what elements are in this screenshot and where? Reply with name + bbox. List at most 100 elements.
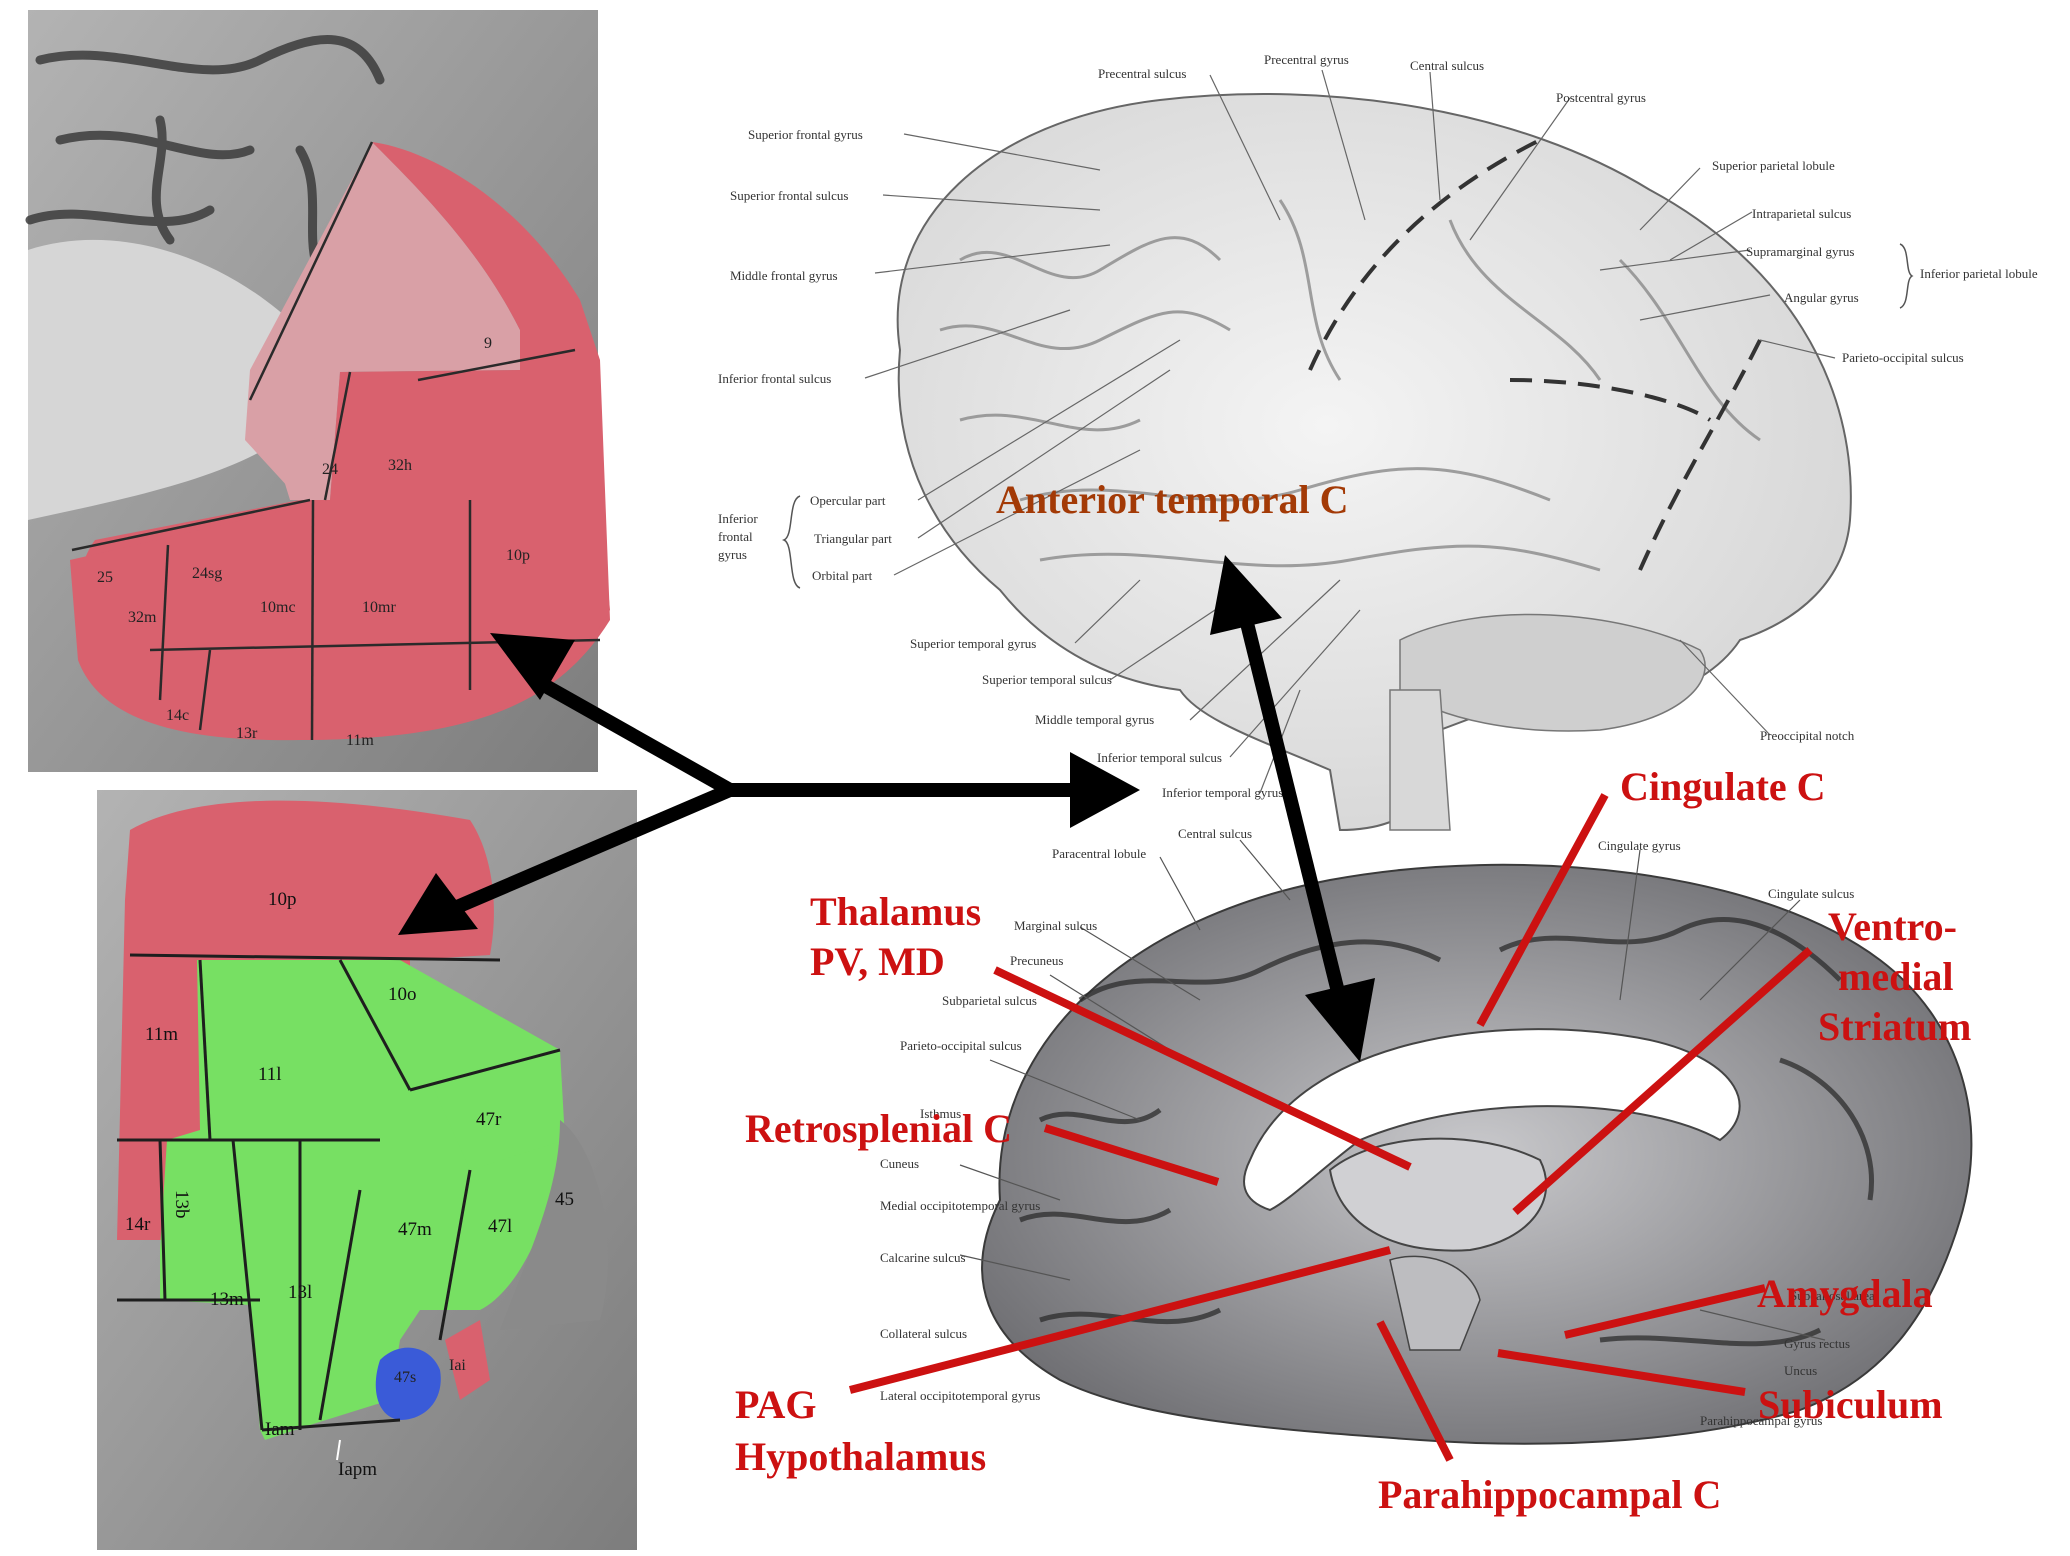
connection-arrows: [398, 555, 1375, 1062]
subiculum-line: [1497, 1349, 1746, 1396]
orbital-red-small: [445, 1320, 490, 1400]
retrosplenial-line: [1043, 1124, 1220, 1186]
lateral-gyri: [939, 199, 1761, 572]
area-label: Iam: [265, 1419, 295, 1440]
label-superior-frontal-sulcus: Superior frontal sulcus: [730, 188, 848, 203]
label-middle-frontal-gyrus: Middle frontal gyrus: [730, 268, 838, 283]
area-label: 11m: [346, 732, 374, 749]
lateral-leader-lines: [864, 69, 1836, 794]
label-collateral-sulcus: Collateral sulcus: [880, 1326, 967, 1341]
inferior-frontal-brace: [781, 495, 801, 589]
label-intraparietal-sulcus: Intraparietal sulcus: [1752, 206, 1851, 221]
lateral-brain-panel: Precentral sulcus Precentral gyrus Centr…: [718, 52, 2038, 832]
pink-region-2: [245, 370, 330, 500]
medial-pfc-sulci: [25, 35, 385, 305]
label-thalamus: Thalamus: [810, 889, 981, 934]
label-inferior-frontal-gyrus: frontal: [718, 529, 753, 544]
orbital-gray-right: [500, 1120, 608, 1330]
area-label: 10mr: [362, 599, 396, 616]
arrowhead-lower: [398, 873, 478, 935]
label-inferior-frontal-sulcus: Inferior frontal sulcus: [718, 371, 831, 386]
area-label: 32h: [388, 457, 412, 474]
area-label: 47r: [476, 1109, 502, 1130]
area-label: 10p: [268, 889, 297, 910]
inferior-parietal-brace: [1899, 243, 1914, 309]
arrowhead-upper: [490, 633, 575, 700]
area-label: 10p: [506, 547, 530, 564]
label-angular-gyrus: Angular gyrus: [1784, 290, 1859, 305]
corpus-callosum: [1243, 1028, 1741, 1212]
area-label: 14r: [125, 1214, 151, 1235]
label-subparietal-sulcus: Subparietal sulcus: [942, 993, 1037, 1008]
area-label: 24sg: [192, 565, 222, 582]
label-precentral-gyrus: Precentral gyrus: [1264, 52, 1349, 67]
parahippocampal-line: [1376, 1320, 1454, 1462]
label-preoccipital-notch: Preoccipital notch: [1760, 728, 1855, 743]
area-label: 25: [97, 569, 113, 586]
medial-pfc-panel: 9 24 32h 10p 25 24sg 32m 10mc 10mr 14c 1…: [25, 10, 611, 772]
orbital-boundaries: [117, 953, 561, 1432]
label-supramarginal-gyrus: Supramarginal gyrus: [1746, 244, 1854, 259]
area-label: 47l: [488, 1216, 512, 1237]
label-parahippocampal-gyrus: Parahippocampal gyrus: [1700, 1413, 1822, 1428]
medial-brain-panel: Central sulcus Paracentral lobule Cingul…: [880, 826, 1973, 1445]
lateral-dashed-lines: [1308, 138, 1762, 571]
label-uncus: Uncus: [1784, 1363, 1817, 1378]
area-label: 13l: [288, 1282, 312, 1303]
arrowhead-vertical-bottom: [1305, 978, 1375, 1062]
label-pag-hypothalamus: PAG: [735, 1382, 816, 1427]
label-superior-temporal-gyrus: Superior temporal gyrus: [910, 636, 1036, 651]
label-precentral-sulcus: Precentral sulcus: [1098, 66, 1186, 81]
label-cuneus: Cuneus: [880, 1156, 919, 1171]
arrow-shaft-lower: [447, 783, 733, 917]
medial-pfc-boundaries: [71, 141, 601, 741]
arrow-shaft-vertical: [1238, 613, 1347, 1002]
ventromedial-line: [1512, 947, 1813, 1215]
area-label: 9: [484, 335, 492, 352]
label-central-sulcus: Central sulcus: [1410, 58, 1484, 73]
label-ventromedial-striatum: medial: [1838, 954, 1954, 999]
brainstem: [1389, 689, 1451, 831]
label-calcarine-sulcus: Calcarine sulcus: [880, 1250, 966, 1265]
pag-line: [848, 1246, 1392, 1394]
label-pag-hypothalamus: Hypothalamus: [735, 1434, 986, 1479]
thalamus-line: [993, 966, 1412, 1171]
area-label: 13m: [210, 1289, 244, 1310]
label-precuneus: Precuneus: [1010, 953, 1063, 968]
label-isthmus: Isthmus: [920, 1106, 961, 1121]
area-label: Iapm: [338, 1459, 377, 1480]
area-label: 47s: [394, 1369, 416, 1386]
label-subcallosal-area: Subcallosal area: [1790, 1288, 1875, 1303]
area-label: 14c: [166, 707, 189, 724]
medial-leader-lines: [959, 839, 1826, 1341]
label-inferior-frontal-gyrus: Inferior: [718, 511, 758, 526]
label-ventromedial-striatum: Ventro-: [1828, 904, 1957, 949]
orbital-pfc-panel: 10p 10o 11m 11l 47r 14r 13b 13m 13l 47m …: [97, 790, 637, 1550]
label-parieto-occipital-sulcus: Parieto-occipital sulcus: [900, 1038, 1022, 1053]
label-orbital-part: Orbital part: [812, 568, 873, 583]
arrow-shaft-upper: [531, 673, 734, 797]
label-marginal-sulcus: Marginal sulcus: [1014, 918, 1097, 933]
label-superior-temporal-sulcus: Superior temporal sulcus: [982, 672, 1112, 687]
cingulate-line: [1476, 793, 1609, 1027]
iapm-pointer: [336, 1439, 341, 1461]
label-lateral-occipitotemporal-gyrus: Lateral occipitotemporal gyrus: [880, 1388, 1040, 1403]
label-inferior-temporal-gyrus: Inferior temporal gyrus: [1162, 785, 1283, 800]
label-subiculum: Subiculum: [1758, 1382, 1943, 1427]
label-triangular-part: Triangular part: [814, 531, 892, 546]
label-anterior-temporal: Anterior temporal C: [996, 477, 1349, 522]
orbital-green-47r: [430, 1050, 565, 1170]
label-inferior-temporal-sulcus: Inferior temporal sulcus: [1097, 750, 1222, 765]
area-label: 11l: [258, 1064, 282, 1085]
label-cingulate: Cingulate C: [1620, 764, 1826, 809]
label-gyrus-rectus: Gyrus rectus: [1784, 1336, 1850, 1351]
label-central-sulcus: Central sulcus: [1178, 826, 1252, 841]
area-label: 32m: [128, 609, 157, 626]
area-label: 45: [555, 1189, 574, 1210]
area-label: 10mc: [260, 599, 296, 616]
thalamus-region: [1328, 1137, 1548, 1252]
area-label: 10o: [388, 984, 417, 1005]
label-inferior-parietal-lobule: Inferior parietal lobule: [1920, 266, 2038, 281]
area-label: 13r: [236, 725, 258, 742]
